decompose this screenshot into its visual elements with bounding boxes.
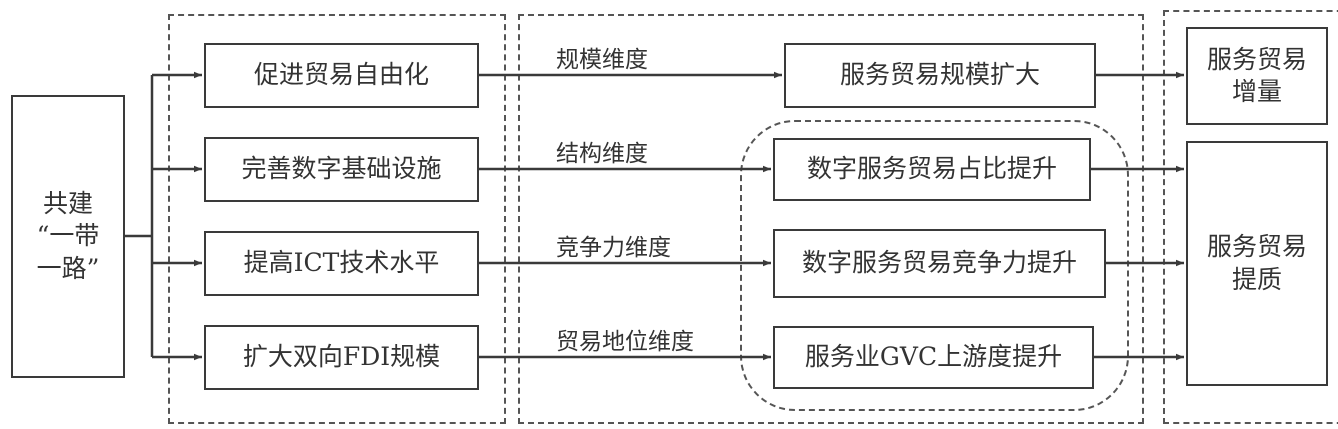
effect-label: 服务业GVC上游度提升 <box>804 342 1063 372</box>
effect-label: 服务贸易规模扩大 <box>839 60 1040 90</box>
source-label-line2: “一带 <box>36 221 100 251</box>
source-label-line3: 一路” <box>36 253 100 283</box>
channels-group <box>168 14 506 424</box>
channel-box-trade-liberalization: 促进贸易自由化 <box>204 43 479 108</box>
channel-label: 完善数字基础设施 <box>241 154 442 184</box>
channel-label: 提高ICT技术水平 <box>243 248 440 278</box>
effect-box-gvc-upstreamness: 服务业GVC上游度提升 <box>773 326 1094 389</box>
dimension-label-structure: 结构维度 <box>556 141 648 167</box>
outcome-label-line2: 提质 <box>1231 264 1282 294</box>
effect-box-digital-share: 数字服务贸易占比提升 <box>773 138 1091 201</box>
dimension-label-scale: 规模维度 <box>556 47 648 73</box>
channel-box-fdi-scale: 扩大双向FDI规模 <box>204 325 479 390</box>
outcome-label-line1: 服务贸易 <box>1206 232 1307 261</box>
quality-effects-group <box>740 120 1129 411</box>
dimensions-group <box>518 14 1144 424</box>
outcome-label-line2: 增量 <box>1231 77 1282 106</box>
dimension-label-trade-status: 贸易地位维度 <box>556 329 694 355</box>
channel-label: 扩大双向FDI规模 <box>242 342 441 372</box>
outcome-box-trade-increment: 服务贸易 增量 <box>1186 27 1328 125</box>
effect-label: 数字服务贸易竞争力提升 <box>801 248 1077 278</box>
channel-box-digital-infrastructure: 完善数字基础设施 <box>204 137 479 202</box>
channel-box-ict-level: 提高ICT技术水平 <box>204 231 479 296</box>
channel-label: 促进贸易自由化 <box>253 60 429 90</box>
effect-box-scale-expansion: 服务贸易规模扩大 <box>784 43 1096 108</box>
source-label-line1: 共建 <box>42 188 93 218</box>
source-box-belt-and-road: 共建 “一带 一路” <box>11 95 125 378</box>
outcomes-group <box>1163 10 1338 424</box>
outcome-label-line1: 服务贸易 <box>1206 44 1307 74</box>
effect-box-digital-competitiveness: 数字服务贸易竞争力提升 <box>773 229 1106 298</box>
outcome-box-trade-quality: 服务贸易 提质 <box>1186 141 1328 386</box>
effect-label: 数字服务贸易占比提升 <box>806 154 1057 184</box>
dimension-label-competitiveness: 竞争力维度 <box>556 235 671 261</box>
